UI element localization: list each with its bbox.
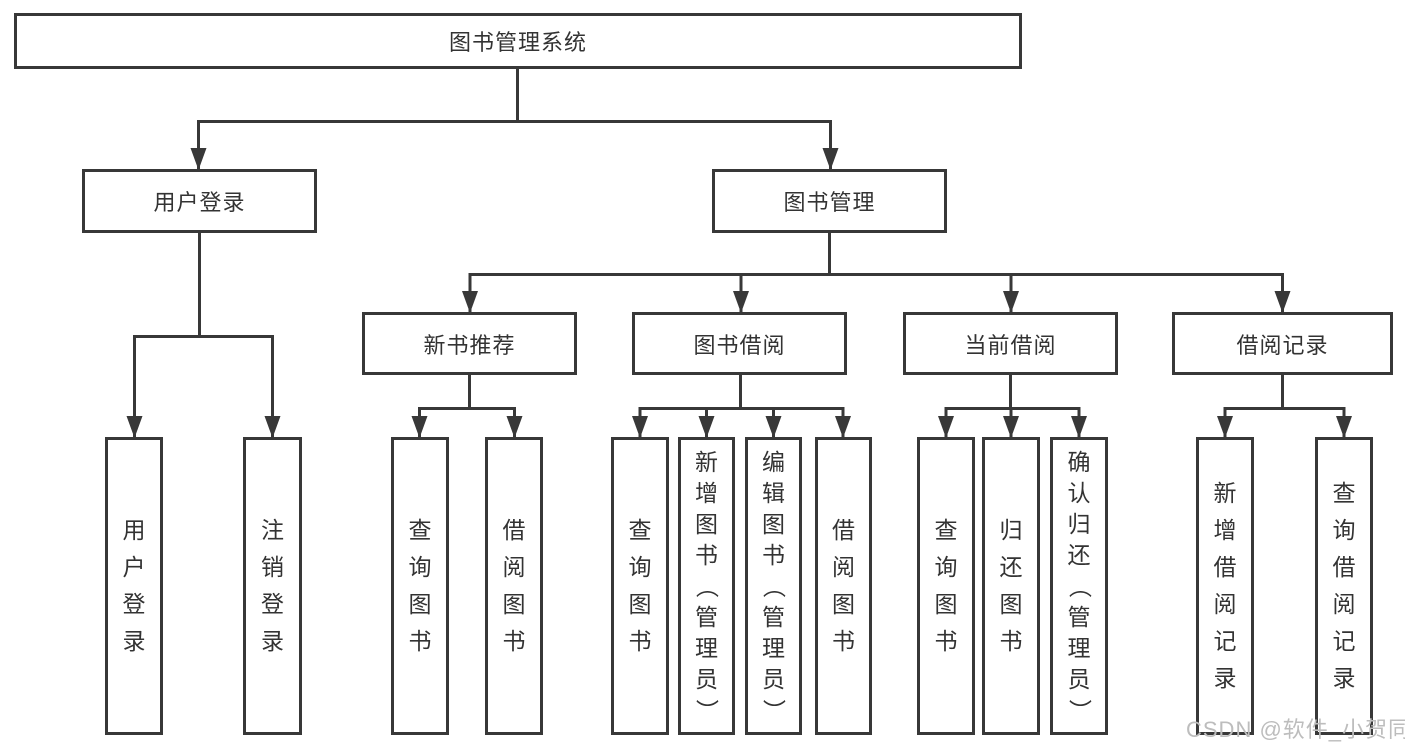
node-current-borrowing: 当前借阅	[903, 312, 1118, 375]
leaf-edit-book-admin: 编辑图书（管理员）	[745, 437, 802, 735]
leaf-logout: 注销登录	[243, 437, 302, 735]
leaf-query-books-borrowing: 查询图书	[611, 437, 669, 735]
node-book-borrowing: 图书借阅	[632, 312, 847, 375]
leaf-borrow-books-borrowing: 借阅图书	[815, 437, 872, 735]
watermark: CSDN @软件_小贺同学	[1186, 717, 1405, 742]
node-borrowing-records: 借阅记录	[1172, 312, 1393, 375]
node-user-login: 用户登录	[82, 169, 317, 233]
node-new-book-recommend: 新书推荐	[362, 312, 577, 375]
leaf-borrow-books-recommend: 借阅图书	[485, 437, 543, 735]
leaf-query-books-current: 查询图书	[917, 437, 975, 735]
leaf-query-books-recommend: 查询图书	[391, 437, 449, 735]
node-book-management: 图书管理	[712, 169, 947, 233]
leaf-add-book-admin: 新增图书（管理员）	[678, 437, 735, 735]
leaf-user-login: 用户登录	[105, 437, 163, 735]
leaf-query-borrow-record: 查询借阅记录	[1315, 437, 1373, 735]
leaf-return-book: 归还图书	[982, 437, 1040, 735]
leaf-add-borrow-record: 新增借阅记录	[1196, 437, 1254, 735]
node-root: 图书管理系统	[14, 13, 1022, 69]
leaf-confirm-return-admin: 确认归还（管理员）	[1050, 437, 1108, 735]
